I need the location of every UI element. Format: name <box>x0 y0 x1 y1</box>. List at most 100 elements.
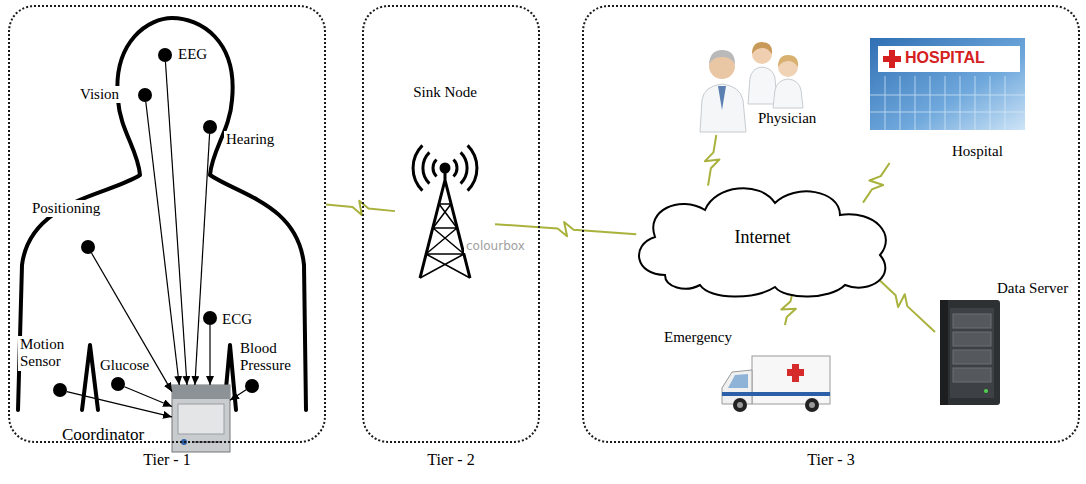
sensor-arrow <box>146 102 179 385</box>
tower-icon <box>468 145 477 190</box>
tier-region: EEG VisionHearingPositioningECG Motion Sen… <box>8 5 326 443</box>
server-picture <box>940 300 948 405</box>
sensor-node: Blood Pressure <box>236 338 300 395</box>
tier-label: Tier - 2 <box>364 451 538 469</box>
data-server-node: Data Server <box>935 278 1078 406</box>
sensor-dot <box>203 120 217 134</box>
server-picture <box>940 300 1000 405</box>
sensor-node: Positioning <box>28 198 104 256</box>
human-outline <box>18 18 306 410</box>
physician-node: Physician <box>690 32 835 135</box>
sensor-dot <box>203 311 217 325</box>
sensor-label: Motion Sensor <box>18 336 78 371</box>
physician-picture <box>748 67 777 104</box>
sensor-node: Hearing <box>201 118 278 150</box>
sensor-arrow <box>67 392 172 417</box>
cloud-shape <box>639 188 886 296</box>
sensor-arrow <box>165 62 187 385</box>
coordinator-device <box>172 385 230 399</box>
emergency-label: Emergency <box>664 329 732 346</box>
hospital-picture <box>870 38 1025 130</box>
tower-icon <box>413 145 477 278</box>
sensor-label: Glucose <box>98 357 151 374</box>
hospital-label: Hospital <box>952 143 1003 160</box>
server-picture <box>953 332 991 346</box>
sensor-label: Hearing <box>224 131 276 148</box>
sensor-arrow <box>209 325 210 385</box>
ambulance-picture <box>728 374 748 388</box>
physician-picture <box>778 55 798 67</box>
coordinator-label: Coordinator <box>62 425 144 445</box>
wireless-link <box>495 222 636 236</box>
tower-icon <box>420 204 470 278</box>
physician-picture <box>752 42 772 54</box>
wireless-link <box>705 135 719 186</box>
physician-label: Physician <box>758 110 816 127</box>
server-picture <box>950 308 994 398</box>
sensor-dot <box>138 88 152 102</box>
hospital-picture <box>870 38 1025 130</box>
human-outline <box>82 345 98 410</box>
tier-label: Tier - 1 <box>10 451 324 469</box>
ambulance-picture <box>787 369 804 376</box>
physician-picture <box>718 86 726 110</box>
emergency-node: Emergency <box>660 325 835 417</box>
ambulance-picture <box>722 356 830 412</box>
coordinator-node: Coordinator <box>58 383 234 455</box>
ambulance-picture <box>722 392 830 396</box>
human-outline <box>18 18 306 410</box>
tier-region: PhysicianHospitalInternetEmergency Data S… <box>582 5 1080 443</box>
sensor-label: EEG <box>176 46 209 63</box>
physician-picture <box>700 84 746 132</box>
sensor-node: Motion Sensor <box>16 334 80 399</box>
sensor-dot <box>111 377 125 391</box>
sensor-dot <box>81 240 95 254</box>
ambulance-picture <box>737 402 743 408</box>
sensor-node: Vision <box>76 84 154 105</box>
physician-picture <box>773 79 803 108</box>
tier-label: Tier - 3 <box>584 451 1078 469</box>
sign-text: HOSPITAL <box>903 49 987 67</box>
hospital-picture <box>870 76 1025 130</box>
tier-region: Sink NodeTier - 2 <box>362 5 540 443</box>
tower-icon <box>413 145 422 190</box>
cloud-label: Internet <box>735 227 791 248</box>
server-picture <box>940 300 1000 405</box>
tower-icon <box>461 152 467 183</box>
server-label: Data Server <box>997 280 1068 297</box>
wireless-link <box>863 163 890 203</box>
tower-icon <box>441 164 449 172</box>
sensor-dot <box>158 48 172 62</box>
sensor-arrow <box>124 387 172 407</box>
sensor-label: Blood Pressure <box>238 340 298 375</box>
sensor-node: Glucose <box>96 355 153 393</box>
sensor-node: ECG <box>201 309 256 330</box>
server-picture <box>984 389 988 393</box>
ambulance-picture <box>733 398 747 412</box>
coordinator-device <box>178 404 224 434</box>
hospital-picture <box>878 46 1020 72</box>
hospital-picture <box>883 56 901 62</box>
watermark: colourbox <box>464 240 527 253</box>
wireless-link <box>326 201 395 215</box>
sensor-label: Positioning <box>30 200 102 217</box>
tower-icon <box>433 160 437 177</box>
tower-icon <box>423 152 429 183</box>
sensor-dot <box>245 379 259 393</box>
sensor-node: EEG <box>156 44 211 65</box>
ambulance-picture <box>752 356 830 404</box>
ambulance-picture <box>809 402 815 408</box>
sink-label: Sink Node <box>413 84 477 101</box>
server-picture <box>953 314 991 328</box>
sensor-dot <box>53 383 67 397</box>
sensor-arrow <box>92 253 172 392</box>
sensor-label: ECG <box>220 311 254 328</box>
sensor-arrow <box>230 390 246 400</box>
ambulance-picture <box>805 398 819 412</box>
device-anchor <box>172 385 230 452</box>
server-picture <box>953 350 991 364</box>
server-picture <box>953 368 991 382</box>
sensor-label: Vision <box>78 86 121 103</box>
tower-icon <box>454 160 458 177</box>
